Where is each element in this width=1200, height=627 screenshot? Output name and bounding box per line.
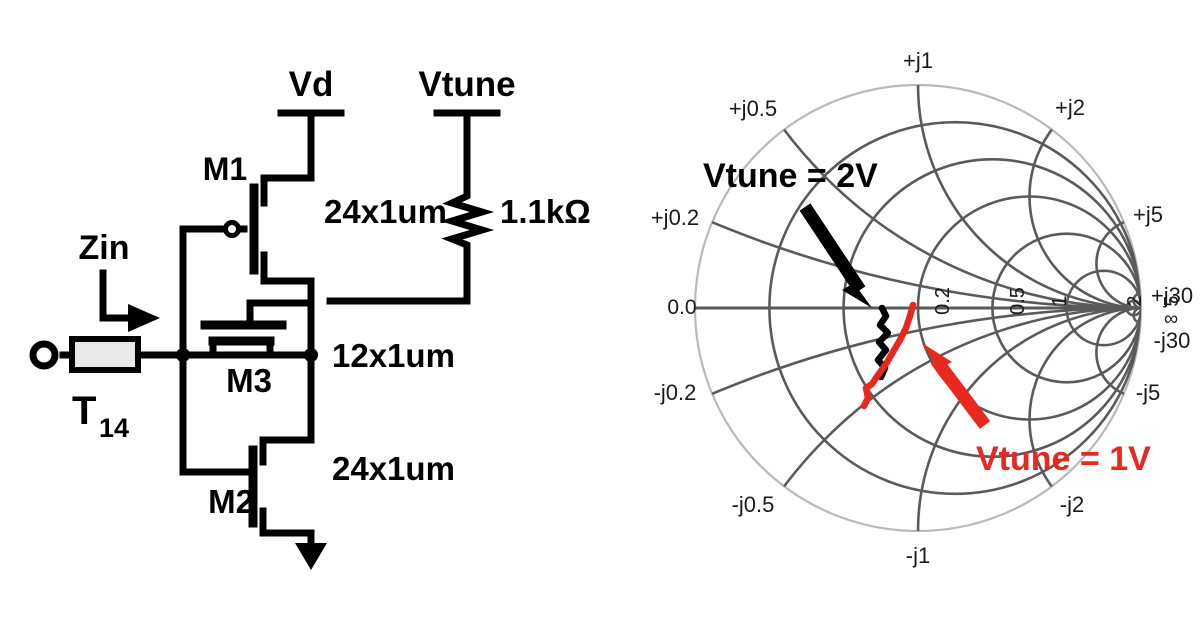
label-tline-subscript: 14 (99, 413, 129, 443)
arrow-1v-head (922, 343, 952, 369)
label-minus-j1: -j1 (906, 543, 930, 568)
label-infinity: ∞ (1164, 308, 1178, 330)
label-resistor-value: 1.1kΩ (500, 193, 591, 230)
label-m3-size: 12x1um (332, 337, 455, 374)
x-arc-neg2 (1028, 306, 1141, 531)
junction-dot-input (176, 348, 190, 362)
tick-r-2: 2 (1124, 295, 1146, 306)
label-plus-j2: +j2 (1055, 95, 1085, 120)
label-vd: Vd (289, 65, 334, 104)
tick-r-0p5: 0.5 (1007, 287, 1029, 315)
label-m1-size: 24x1um (324, 193, 447, 230)
trace-vtune-1v (860, 301, 917, 410)
tick-r-0p2: 0.2 (932, 287, 954, 315)
label-zin: Zin (79, 229, 130, 267)
arrow-1v-shaft (930, 356, 991, 429)
label-m2: M2 (208, 483, 254, 520)
label-plus-j0p5: +j0.5 (729, 96, 777, 121)
tick-r-0p0: 0.0 (667, 296, 696, 319)
label-minus-j30: -j30 (1154, 328, 1191, 353)
label-m3: M3 (226, 362, 272, 399)
label-vtune: Vtune (418, 65, 515, 104)
label-plus-j1: +j1 (903, 48, 933, 73)
resistor-zigzag (439, 188, 495, 250)
label-minus-j2: -j2 (1060, 492, 1084, 517)
label-minus-j0p2: -j0.2 (654, 380, 697, 405)
label-plus-j0p2: +j0.2 (651, 205, 699, 230)
smith-chart-panel: 0.0 0.2 0.5 1 2 5 +j0.2 +j0.5 +j1 +j2 +j… (620, 0, 1200, 627)
tick-r-5: 5 (1161, 295, 1183, 306)
circuit-schematic-panel: Vd Vtune M1 24x1um 1.1kΩ Zin M3 12x1um T… (29, 65, 591, 570)
label-m1: M1 (203, 151, 247, 187)
annotation-vtune-2v-text: Vtune = 2V (703, 157, 878, 195)
tick-r-1: 1 (1049, 295, 1071, 306)
arrow-2v-head (842, 283, 872, 308)
annotation-vtune-1v-text: Vtune = 1V (976, 440, 1151, 478)
m1-pmos-bubble (223, 220, 241, 238)
label-minus-j5: -j5 (1136, 380, 1160, 405)
label-minus-j0p5: -j0.5 (732, 492, 775, 517)
annotation-arrow-1v (922, 343, 991, 429)
smith-chart-svg: 0.0 0.2 0.5 1 2 5 +j0.2 +j0.5 +j1 +j2 +j… (651, 48, 1193, 568)
ground-arrow (295, 543, 327, 570)
input-port-terminal[interactable] (29, 340, 59, 370)
transmission-line-box (69, 336, 141, 373)
zin-arrowhead (128, 304, 160, 332)
annotation-arrow-2v (799, 203, 872, 308)
label-plus-j30: +j30 (1151, 283, 1193, 308)
label-plus-j5: +j5 (1133, 202, 1163, 227)
junction-dot-m3drain (304, 348, 318, 362)
arrow-2v-shaft (799, 203, 866, 294)
x-arc-pos2 (1028, 85, 1141, 310)
circuit-svg: Vd Vtune M1 24x1um 1.1kΩ Zin M3 12x1um T… (29, 65, 591, 570)
label-m2-size: 24x1um (332, 450, 455, 487)
label-tline: T (72, 389, 96, 433)
